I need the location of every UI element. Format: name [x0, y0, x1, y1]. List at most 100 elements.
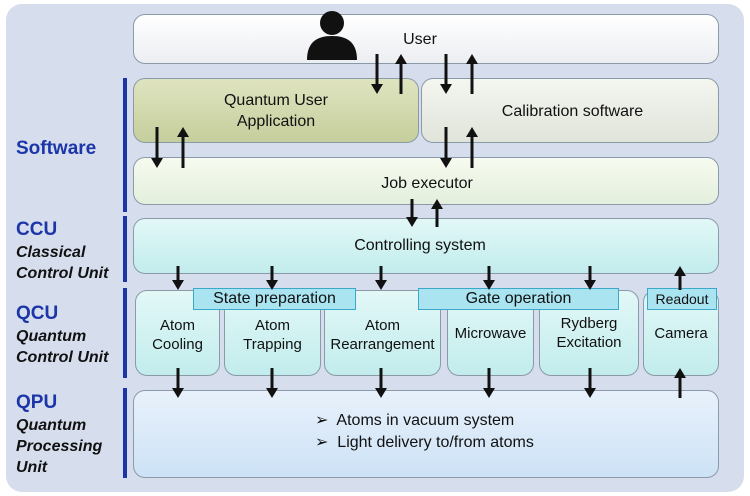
ccu-section-bar	[123, 216, 127, 282]
user-silhouette-icon	[307, 11, 357, 60]
qpu-to-camera-arrow	[674, 368, 686, 398]
user-to-calibration-arrow-head	[440, 84, 452, 94]
controller-to-microwave-arrow-head	[483, 280, 495, 290]
controller-to-rydberg-arrow-head	[584, 280, 596, 290]
qcu-full-line-2: Control Unit	[16, 349, 109, 366]
cooling-to-qpu-arrow	[172, 368, 184, 398]
qpu-to-camera-arrow-head	[674, 368, 686, 378]
rydberg-excitation-label: Rydberg Excitation	[539, 314, 639, 352]
executor-to-calibration-arrow	[466, 127, 478, 168]
quantum-user-application-line-2: Application	[236, 113, 316, 130]
qpu-bullet-item: ➢ Atoms in vacuum system	[315, 410, 534, 432]
job-executor-label: Job executor	[381, 175, 473, 192]
controller-to-executor-arrow-head	[431, 199, 443, 209]
job-executor-box	[133, 157, 719, 205]
executor-to-app-arrow	[177, 127, 189, 168]
qpu-bullet-text: Atoms in vacuum system	[336, 412, 515, 429]
controller-to-trapping-arrow	[266, 266, 278, 290]
atom-rearrangement-label: Atom Rearrangement	[324, 316, 441, 354]
atom-cooling-line-1: Atom	[159, 317, 195, 334]
qpu-full-line-3: Unit	[16, 459, 48, 476]
qpu-abbr: QPU	[16, 392, 58, 413]
controller-to-cooling-arrow	[172, 266, 184, 290]
trapping-to-qpu-arrow	[266, 368, 278, 398]
user-to-app-arrow	[371, 54, 383, 94]
microwave-to-qpu-arrow	[483, 368, 495, 398]
user-to-app-arrow-head	[371, 84, 383, 94]
rydberg-to-qpu-arrow	[584, 368, 596, 398]
software-section-bar	[123, 78, 127, 212]
qpu-full-line-1: Quantum	[16, 417, 87, 434]
app-to-executor-arrow-head	[151, 158, 163, 168]
qcu-full-line-1: Quantum	[16, 328, 87, 345]
user-box	[133, 14, 719, 64]
controller-to-executor-arrow	[431, 199, 443, 227]
bullet-marker-icon: ➢	[315, 412, 329, 429]
readout-to-controller-arrow	[674, 266, 686, 290]
calibration-to-user-arrow-head	[466, 54, 478, 64]
atom-trapping-line-2: Trapping	[243, 336, 302, 353]
qpu-bullet-text: Light delivery to/from atoms	[337, 434, 534, 451]
quantum-user-application-line-1: Quantum User	[223, 92, 329, 109]
atom-trapping-label: Atom Trapping	[224, 316, 321, 354]
executor-to-controller-arrow-head	[406, 217, 418, 227]
atom-cooling-label: Atom Cooling	[135, 316, 220, 354]
executor-to-app-arrow-head	[177, 127, 189, 137]
qcu-section-label: QCU Quantum Control Unit	[16, 302, 108, 368]
rydberg-excitation-line-2: Excitation	[556, 334, 622, 351]
qcu-section-bar	[123, 288, 127, 378]
calibration-to-executor-arrow-head	[440, 158, 452, 168]
controller-to-rearrangement-arrow-head	[375, 280, 387, 290]
qpu-bullet-item: ➢ Light delivery to/from atoms	[315, 432, 534, 454]
qcu-abbr: QCU	[16, 303, 59, 324]
software-section-label: Software	[16, 137, 96, 161]
ccu-section-label: CCU Classical Control Unit	[16, 218, 108, 284]
readout-to-controller-arrow-head	[674, 266, 686, 276]
atom-trapping-line-1: Atom	[254, 317, 290, 334]
ccu-abbr: CCU	[16, 219, 58, 240]
trapping-to-qpu-arrow-head	[266, 388, 278, 398]
controller-to-microwave-arrow	[483, 266, 495, 290]
user-to-calibration-arrow	[440, 54, 452, 94]
controlling-system-box	[133, 218, 719, 274]
qpu-section-bar	[123, 388, 127, 478]
executor-to-calibration-arrow-head	[466, 127, 478, 137]
qpu-bullet-list: ➢ Atoms in vacuum system ➢ Light deliver…	[315, 410, 534, 454]
atom-rearrangement-line-2: Rearrangement	[330, 336, 435, 353]
cooling-to-qpu-arrow-head	[172, 388, 184, 398]
rearrangement-to-qpu-arrow	[375, 368, 387, 398]
ccu-full-line-1: Classical	[16, 244, 86, 261]
quantum-user-application-label: Quantum User Application	[133, 90, 419, 132]
qpu-full-line-2: Processing	[16, 438, 103, 455]
calibration-software-label: Calibration software	[501, 103, 644, 120]
microwave-to-qpu-arrow-head	[483, 388, 495, 398]
bullet-marker-icon: ➢	[315, 434, 329, 451]
app-to-user-arrow-head	[395, 54, 407, 64]
qpu-box	[133, 390, 719, 478]
microwave-label: Microwave	[454, 325, 527, 342]
user-label: User	[403, 31, 437, 48]
calibration-to-executor-arrow	[440, 127, 452, 168]
rydberg-excitation-line-1: Rydberg	[560, 315, 618, 332]
calibration-to-user-arrow	[466, 54, 478, 94]
controlling-system-label: Controlling system	[354, 237, 486, 254]
controller-to-cooling-arrow-head	[172, 280, 184, 290]
atom-cooling-line-2: Cooling	[152, 336, 203, 353]
readout-tag: Readout	[647, 288, 717, 310]
software-abbr: Software	[16, 138, 97, 159]
ccu-full-line-2: Control Unit	[16, 265, 109, 282]
camera-label: Camera	[654, 325, 708, 342]
executor-to-controller-arrow	[406, 199, 418, 227]
atom-rearrangement-line-1: Atom	[364, 317, 400, 334]
app-to-executor-arrow	[151, 127, 163, 168]
controller-to-rearrangement-arrow	[375, 266, 387, 290]
state-preparation-tag: State preparation	[193, 288, 356, 310]
controller-to-trapping-arrow-head	[266, 280, 278, 290]
gate-operation-tag: Gate operation	[418, 288, 619, 310]
rearrangement-to-qpu-arrow-head	[375, 388, 387, 398]
app-to-user-arrow	[395, 54, 407, 94]
rydberg-to-qpu-arrow-head	[584, 388, 596, 398]
controller-to-rydberg-arrow	[584, 266, 596, 290]
qpu-section-label: QPU Quantum Processing Unit	[16, 391, 102, 478]
